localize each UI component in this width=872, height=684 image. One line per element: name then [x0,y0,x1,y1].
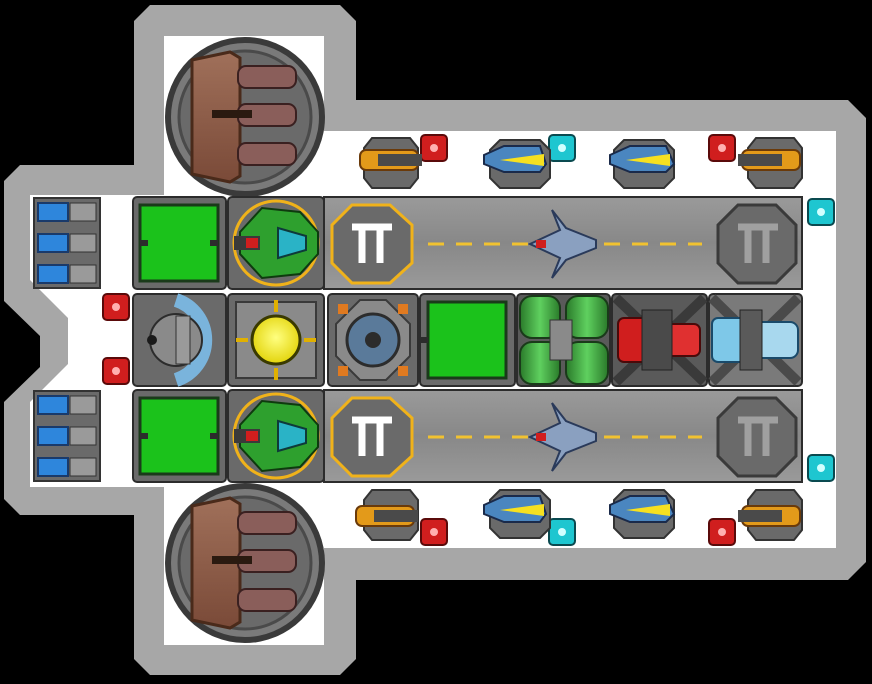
fuel-tanks[interactable] [516,293,611,387]
laser-turret-top-2[interactable] [609,139,676,189]
top-heavy-turret[interactable] [165,37,325,197]
gold-cannon-top-1[interactable] [359,137,422,189]
red-node-icon[interactable] [708,134,736,162]
cyan-node-icon[interactable] [807,198,835,226]
hangar-bay-top[interactable] [323,196,803,290]
ice-engine-icon[interactable] [708,293,803,387]
gold-cannon-bottom-1[interactable] [355,489,419,541]
laser-turret-bottom-1[interactable] [483,489,551,539]
red-node-icon[interactable] [708,518,736,546]
cargo-bay-top[interactable] [132,196,227,290]
gold-cannon-bottom-2[interactable] [738,489,803,541]
gold-cannon-top-2[interactable] [738,137,803,189]
red-node-icon[interactable] [102,293,130,321]
red-node-icon[interactable] [420,518,448,546]
reactor-core-icon[interactable] [227,293,325,387]
left-thrusters-bottom[interactable] [33,390,101,482]
fighter-jet-icon [527,209,597,279]
red-engine-icon[interactable] [611,293,708,387]
cyan-node-icon[interactable] [807,454,835,482]
laser-turret-bottom-2[interactable] [609,489,676,539]
hangar-bay-bottom[interactable] [323,389,803,483]
green-fighter-module-bottom[interactable] [227,389,325,483]
fighter-jet-icon [527,402,597,472]
cyan-node-icon[interactable] [548,518,576,546]
laser-turret-top-1[interactable] [483,139,551,189]
bottom-heavy-turret[interactable] [165,483,325,643]
cargo-bay-middle[interactable] [419,293,516,387]
left-thrusters-top[interactable] [33,197,101,289]
red-node-icon[interactable] [420,134,448,162]
cyan-node-icon[interactable] [548,134,576,162]
green-fighter-module-top[interactable] [227,196,325,290]
shield-dome[interactable] [132,293,227,387]
cargo-bay-bottom[interactable] [132,389,227,483]
red-node-icon[interactable] [102,357,130,385]
sensor-array[interactable] [327,293,419,387]
